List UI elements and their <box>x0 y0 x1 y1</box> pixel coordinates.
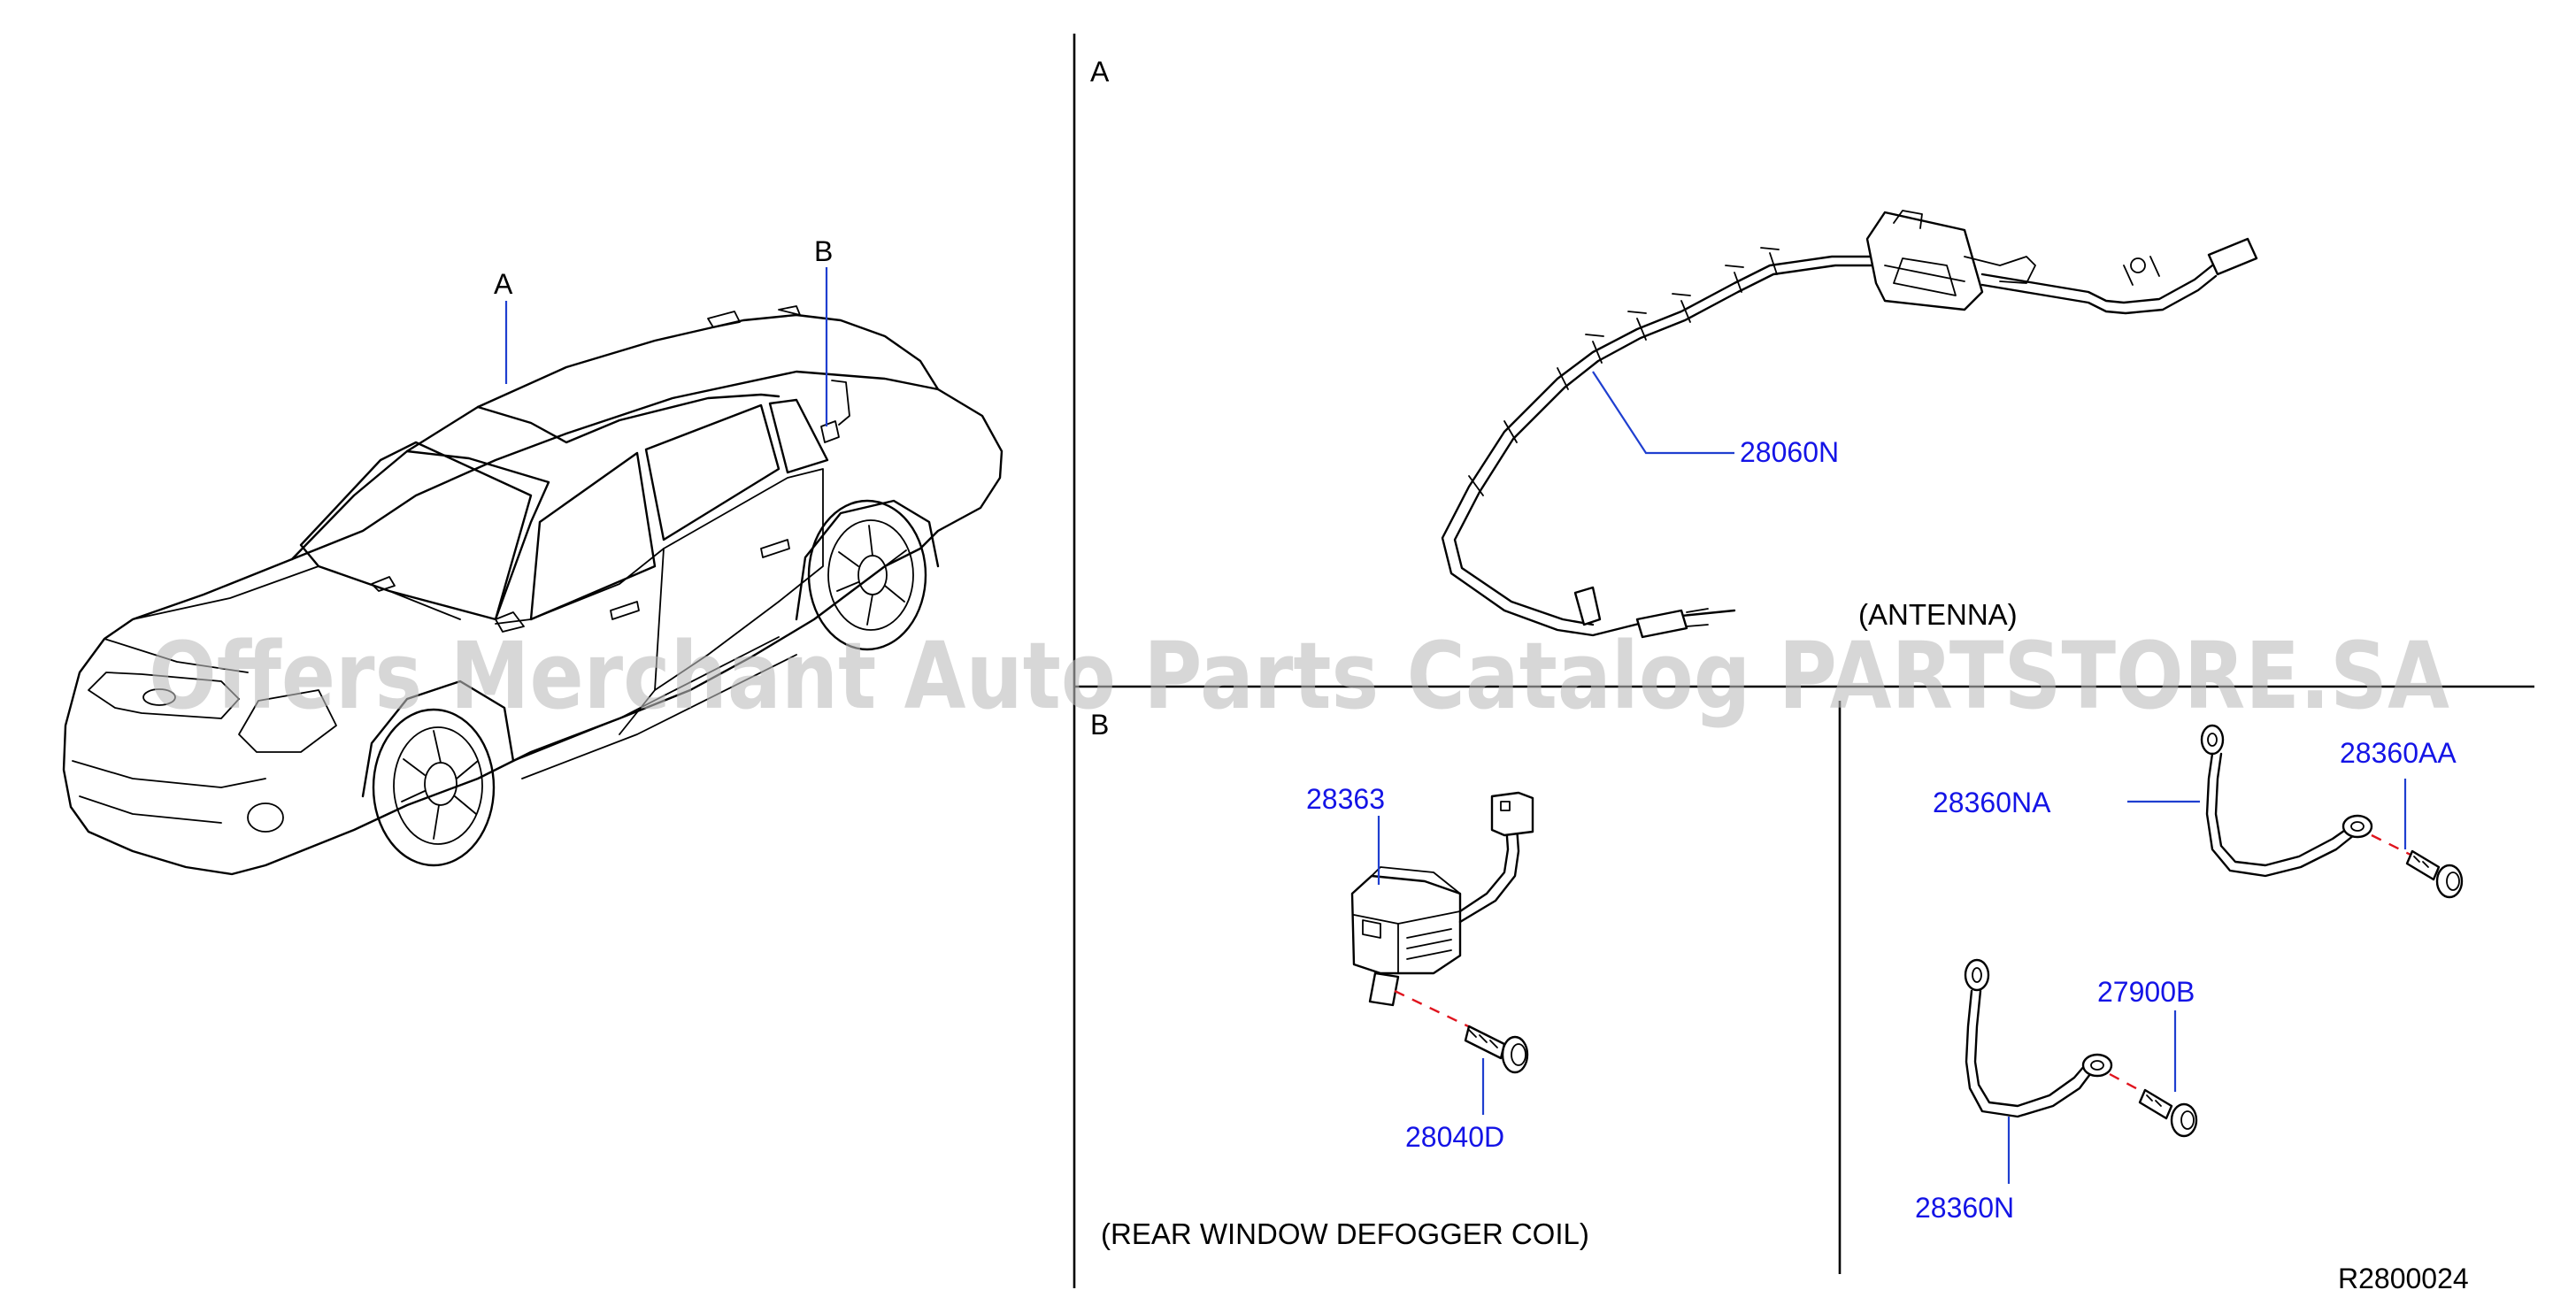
section-ground-straps: 28360NA 28360AA 27900B 28360N <box>1915 724 2464 1224</box>
defogger-filter-body <box>1350 874 1462 975</box>
section-a-label: A <box>1090 56 1110 88</box>
panel-dividers <box>1073 34 2534 1288</box>
part-number-28363[interactable]: 28363 <box>1306 783 1385 815</box>
overview-view-a-label: A <box>494 268 513 300</box>
watermark-text: Offers Merchant Auto Parts Catalog PARTS… <box>149 622 2449 730</box>
antenna-harness-cable <box>1441 255 1885 637</box>
overview-view-b-label: B <box>814 235 833 267</box>
section-a-antenna: A 28060N (ANTENNA) <box>1090 56 2258 639</box>
part-number-27900b[interactable]: 27900B <box>2097 976 2195 1008</box>
part-number-28360n[interactable]: 28360N <box>1915 1192 2014 1224</box>
diagram-id: R2800024 <box>2338 1263 2469 1294</box>
part-number-28040d[interactable]: 28040D <box>1405 1121 1504 1153</box>
antenna-caption: (ANTENNA) <box>1858 598 2018 631</box>
defogger-caption: (REAR WINDOW DEFOGGER COIL) <box>1101 1217 1589 1250</box>
part-number-28060n[interactable]: 28060N <box>1740 436 1839 468</box>
part-number-28360na[interactable]: 28360NA <box>1933 787 2051 818</box>
section-b-label: B <box>1090 709 1109 741</box>
part-number-28360aa[interactable]: 28360AA <box>2340 737 2457 769</box>
vehicle-overview-illustration: A B <box>62 235 1003 876</box>
section-b-defogger: B 28363 28040D (REAR WINDOW DEFOGGER COI… <box>1090 709 1589 1250</box>
